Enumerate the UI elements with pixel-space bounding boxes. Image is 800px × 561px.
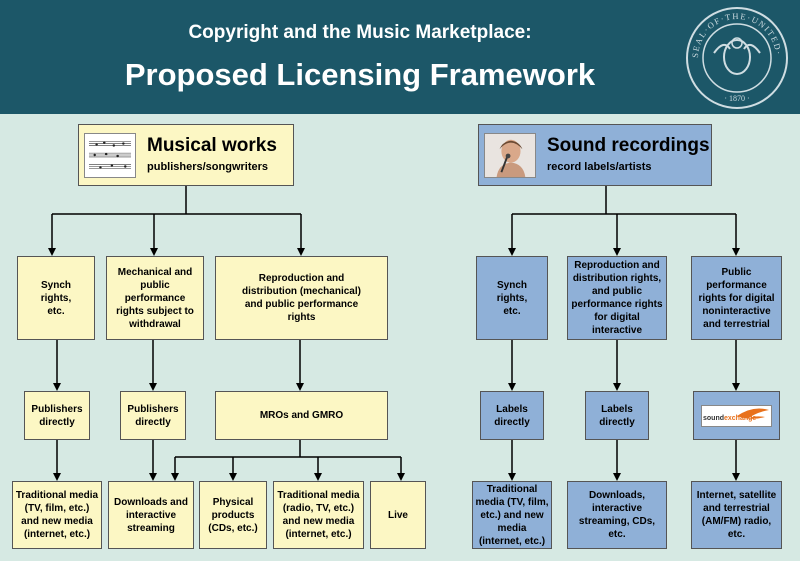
mw-licensor-publishers-1: Publishers directly <box>24 391 90 440</box>
singer-photo-icon <box>484 133 536 178</box>
musical-works-box: Musical works publishers/songwriters <box>78 124 294 186</box>
mw-licensor-publishers-2: Publishers directly <box>120 391 186 440</box>
sr-licensor-labels-2: Labels directly <box>585 391 649 440</box>
mw-market-physical-products: Physical products (CDs, etc.) <box>199 481 267 549</box>
musical-works-title: Musical works <box>147 135 277 156</box>
mw-right-mechanical-withdrawal: Mechanical and public performance rights… <box>106 256 204 340</box>
mw-right-reproduction-distribution: Reproduction and distribution (mechanica… <box>215 256 388 340</box>
sr-market-traditional-new-media: Traditional media (TV, film, etc.) and n… <box>472 481 552 549</box>
mw-market-traditional-radio-tv: Traditional media (radio, TV, etc.) and … <box>273 481 364 549</box>
mw-licensor-mros-gmro: MROs and GMRO <box>215 391 388 440</box>
soundexchange-swoosh-icon <box>737 407 769 419</box>
soundexchange-logo-part2: exchange <box>724 414 757 422</box>
svg-text:· 1870 ·: · 1870 · <box>724 94 749 103</box>
sr-licensor-soundexchange: soundexchange <box>693 391 780 440</box>
mw-right-synch: Synch rights, etc. <box>17 256 95 340</box>
mw-market-downloads-streaming: Downloads and interactive streaming <box>108 481 194 549</box>
title-line-2: Proposed Licensing Framework <box>124 57 596 92</box>
sr-licensor-labels-1: Labels directly <box>480 391 544 440</box>
sound-recordings-subtitle: record labels/artists <box>547 161 652 173</box>
header-banner: Copyright and the Music Marketplace: Pro… <box>0 0 800 114</box>
soundexchange-logo-part1: sound <box>703 414 724 422</box>
sr-right-reproduction-digital-interactive: Reproduction and distribution rights, an… <box>567 256 667 340</box>
mw-market-live: Live <box>370 481 426 549</box>
sr-right-synch: Synch rights, etc. <box>476 256 548 340</box>
sound-recordings-box: Sound recordings record labels/artists <box>478 124 712 186</box>
sr-right-public-performance-noninteractive: Public performance rights for digital no… <box>691 256 782 340</box>
sheet-music-icon <box>84 133 136 178</box>
sr-market-internet-satellite-radio: Internet, satellite and terrestrial (AM/… <box>691 481 782 549</box>
soundexchange-logo: soundexchange <box>701 404 772 427</box>
sr-market-downloads-streaming-cds: Downloads, interactive streaming, CDs, e… <box>567 481 667 549</box>
sound-recordings-title: Sound recordings <box>547 135 710 156</box>
musical-works-subtitle: publishers/songwriters <box>147 161 269 173</box>
copyright-office-seal-icon: SEAL·OF·THE·UNITED·STATES·COPYRIGHT·OFFI… <box>684 5 788 109</box>
mw-market-traditional-new-media: Traditional media (TV, film, etc.) and n… <box>12 481 102 549</box>
title-line-1: Copyright and the Music Marketplace: <box>188 22 532 43</box>
